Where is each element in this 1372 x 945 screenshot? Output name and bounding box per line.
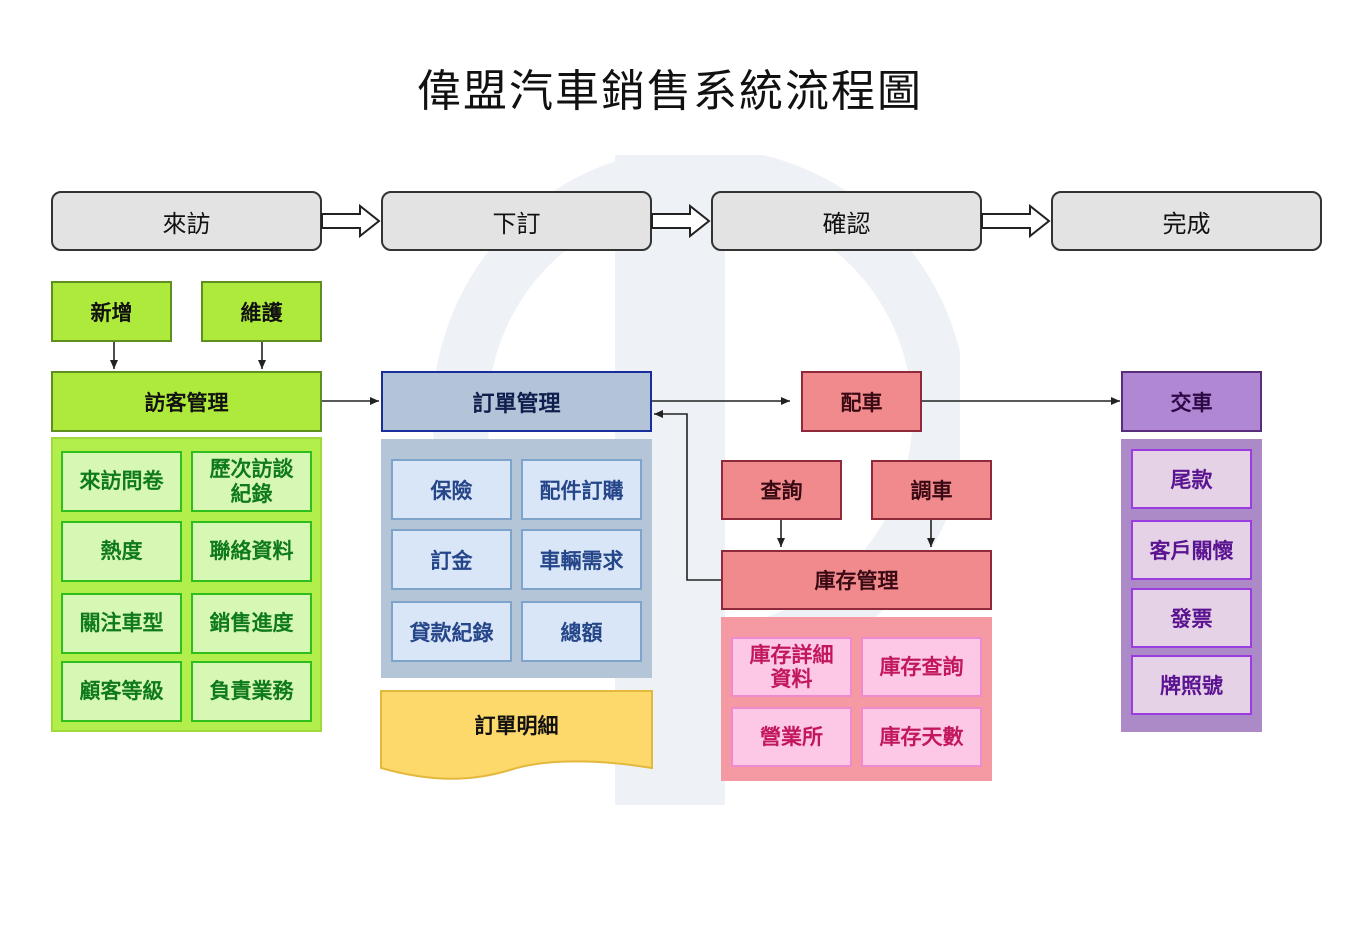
inventory-days-cell: 庫存天數	[861, 707, 982, 767]
interview-history-cell: 歷次訪談 紀錄	[191, 451, 312, 512]
arrow-inventory-to-order	[654, 410, 721, 581]
maintain-visitor-box: 維護	[201, 281, 322, 342]
inventory-query-cell: 庫存查詢	[861, 637, 982, 697]
branch-office-cell: 營業所	[731, 707, 852, 767]
phase-arrow-3	[981, 203, 1051, 239]
order-management-box: 訂單管理	[381, 371, 652, 432]
phase-order: 下訂	[381, 191, 652, 251]
order-detail-shape	[380, 690, 653, 780]
query-box: 查詢	[721, 460, 842, 520]
deposit-cell: 訂金	[391, 529, 512, 590]
phase-complete: 完成	[1051, 191, 1322, 251]
transfer-vehicle-box: 調車	[871, 460, 992, 520]
customer-care-cell: 客戶關懷	[1131, 520, 1252, 580]
heat-cell: 熱度	[61, 521, 182, 582]
phase-arrow-2	[651, 203, 711, 239]
loan-record-cell: 貸款紀錄	[391, 601, 512, 662]
license-plate-cell: 牌照號	[1131, 655, 1252, 715]
contact-info-cell: 聯絡資料	[191, 521, 312, 582]
phase-arrow-1	[321, 203, 381, 239]
delivery-box: 交車	[1121, 371, 1262, 432]
inventory-management-box: 庫存管理	[721, 550, 992, 610]
insurance-cell: 保險	[391, 459, 512, 520]
phase-confirm: 確認	[711, 191, 982, 251]
sales-rep-cell: 負責業務	[191, 661, 312, 722]
allocate-vehicle-box: 配車	[801, 371, 922, 432]
phase-visit: 來訪	[51, 191, 322, 251]
visitor-management-box: 訪客管理	[51, 371, 322, 432]
page-title: 偉盟汽車銷售系統流程圖	[417, 66, 923, 117]
add-visitor-box: 新增	[51, 281, 172, 342]
visit-survey-cell: 來訪問卷	[61, 451, 182, 512]
inventory-detail-cell: 庫存詳細 資料	[731, 637, 852, 697]
customer-level-cell: 顧客等級	[61, 661, 182, 722]
accessory-order-cell: 配件訂購	[521, 459, 642, 520]
phase-arrows	[321, 203, 1051, 239]
interested-model-cell: 關注車型	[61, 593, 182, 654]
sales-progress-cell: 銷售進度	[191, 593, 312, 654]
order-detail-label: 訂單明細	[474, 713, 559, 738]
total-amount-cell: 總額	[521, 601, 642, 662]
vehicle-demand-cell: 車輛需求	[521, 529, 642, 590]
final-payment-cell: 尾款	[1131, 449, 1252, 509]
invoice-cell: 發票	[1131, 588, 1252, 648]
